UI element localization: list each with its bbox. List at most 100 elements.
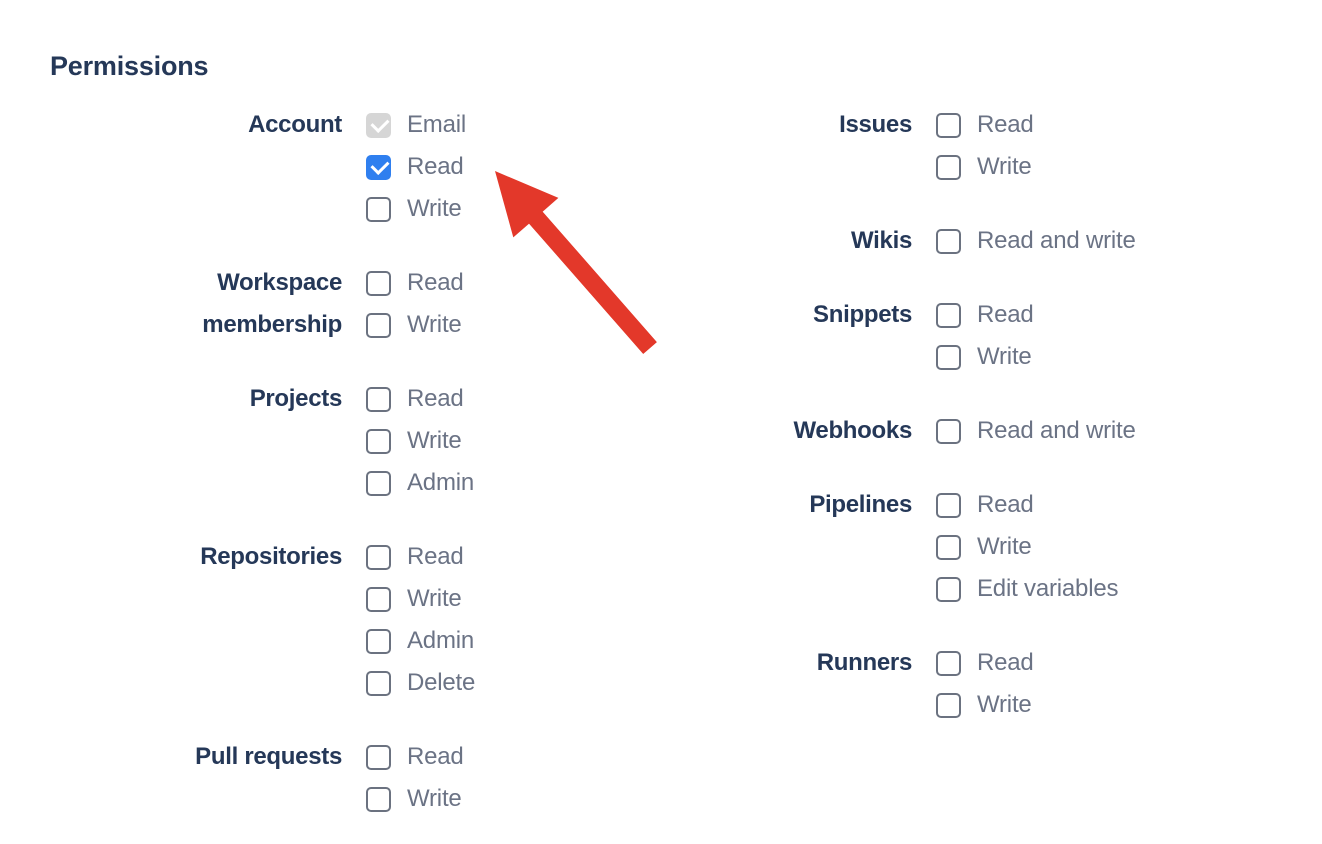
permission-option-row: Read xyxy=(936,484,1220,526)
permission-option-label[interactable]: Read xyxy=(977,301,1034,328)
checkbox-unchecked-icon[interactable] xyxy=(366,628,391,654)
permission-option-label[interactable]: Admin xyxy=(407,469,475,496)
checkbox-unchecked-icon[interactable] xyxy=(366,544,391,570)
permission-group: Webhooks Read and write xyxy=(700,410,1220,452)
checkmark-icon xyxy=(370,113,390,133)
permission-group-label: Issues xyxy=(839,111,912,138)
permission-option-row: Write xyxy=(936,336,1220,378)
permission-option-row: Read xyxy=(366,378,610,420)
permission-option-row: Write xyxy=(366,578,610,620)
permission-option-label[interactable]: Read xyxy=(977,491,1034,518)
permission-option-row: Delete xyxy=(366,662,610,704)
permission-option-label[interactable]: Write xyxy=(977,533,1032,560)
checkbox-unchecked-icon[interactable] xyxy=(936,154,961,180)
checkbox-unchecked-icon[interactable] xyxy=(936,418,961,444)
permission-option-label[interactable]: Delete xyxy=(407,669,476,696)
checkbox-unchecked-icon[interactable] xyxy=(936,228,961,254)
permission-option-label[interactable]: Read xyxy=(407,269,464,296)
permission-option-label[interactable]: Write xyxy=(407,585,462,612)
permission-option-label[interactable]: Write xyxy=(977,153,1032,180)
permission-group-label: Pull requests xyxy=(195,743,342,770)
permission-option-row: Read and write xyxy=(936,410,1220,452)
permission-group-label: Snippets xyxy=(813,301,912,328)
checkbox-unchecked-icon[interactable] xyxy=(366,744,391,770)
checkbox-unchecked-icon[interactable] xyxy=(366,470,391,496)
permission-option-list: Read and write xyxy=(936,220,1220,262)
checkbox-unchecked-icon[interactable] xyxy=(936,112,961,138)
checkbox-unchecked-icon[interactable] xyxy=(366,586,391,612)
permission-option-row: Write xyxy=(366,778,610,820)
permission-option-row: Read and write xyxy=(936,220,1220,262)
permission-option-label[interactable]: Write xyxy=(407,785,462,812)
permission-option-label[interactable]: Write xyxy=(407,195,462,222)
permission-group-label: Account xyxy=(248,111,342,138)
permission-option-row: Read xyxy=(936,104,1220,146)
checkbox-unchecked-icon[interactable] xyxy=(936,302,961,328)
permission-option-row: Read xyxy=(366,146,610,188)
permission-option-label[interactable]: Email xyxy=(407,111,467,138)
permission-option-label[interactable]: Write xyxy=(407,311,462,338)
checkbox-unchecked-icon[interactable] xyxy=(936,650,961,676)
checkbox-unchecked-icon[interactable] xyxy=(366,312,391,338)
permission-option-row: Write xyxy=(366,420,610,462)
permission-option-row: Write xyxy=(936,526,1220,568)
permission-option-label[interactable]: Read xyxy=(407,385,464,412)
permission-option-label[interactable]: Write xyxy=(977,691,1032,718)
permission-option-label[interactable]: Read xyxy=(407,153,464,180)
permission-group-label: Pipelines xyxy=(809,491,912,518)
permission-group-label: Projects xyxy=(249,385,343,412)
checkbox-unchecked-icon[interactable] xyxy=(366,670,391,696)
permission-group-label: Workspace membership xyxy=(202,269,342,338)
permission-option-label[interactable]: Read xyxy=(407,543,464,570)
checkbox-unchecked-icon[interactable] xyxy=(366,270,391,296)
permission-option-row: Write xyxy=(936,684,1220,726)
permission-option-label[interactable]: Read and write xyxy=(977,227,1136,254)
permission-group-label: Webhooks xyxy=(793,417,912,444)
checkbox-unchecked-icon[interactable] xyxy=(936,576,961,602)
permission-option-label[interactable]: Admin xyxy=(407,627,475,654)
permission-option-label[interactable]: Read and write xyxy=(977,417,1136,444)
checkbox-unchecked-icon[interactable] xyxy=(366,196,391,222)
permission-option-row: Edit variables xyxy=(936,568,1220,610)
page-title: Permissions xyxy=(50,51,209,81)
permission-option-label[interactable]: Write xyxy=(977,343,1032,370)
checkbox-unchecked-icon[interactable] xyxy=(366,428,391,454)
permission-group-label: Repositories xyxy=(200,543,342,570)
permission-option-row: Write xyxy=(366,188,610,230)
permission-option-row: Write xyxy=(366,304,610,346)
permission-option-row: Admin xyxy=(366,462,610,504)
checkbox-unchecked-icon[interactable] xyxy=(936,692,961,718)
permission-option-row: Read xyxy=(936,294,1220,336)
permission-option-row: Read xyxy=(366,736,610,778)
permission-option-label[interactable]: Read xyxy=(977,649,1034,676)
permission-option-row: Admin xyxy=(366,620,610,662)
checkbox-unchecked-icon[interactable] xyxy=(936,344,961,370)
checkbox-unchecked-icon[interactable] xyxy=(936,492,961,518)
permission-option-row: Email xyxy=(366,104,610,146)
permission-option-label[interactable]: Edit variables xyxy=(977,575,1119,602)
checkbox-checked-icon[interactable] xyxy=(366,154,391,180)
checkbox-unchecked-icon[interactable] xyxy=(366,386,391,412)
checkbox-unchecked-icon[interactable] xyxy=(936,534,961,560)
checkbox-unchecked-icon[interactable] xyxy=(366,786,391,812)
permission-option-label[interactable]: Read xyxy=(407,743,464,770)
permission-option-label[interactable]: Read xyxy=(977,111,1034,138)
permission-option-row: Write xyxy=(936,146,1220,188)
permission-option-label[interactable]: Write xyxy=(407,427,462,454)
